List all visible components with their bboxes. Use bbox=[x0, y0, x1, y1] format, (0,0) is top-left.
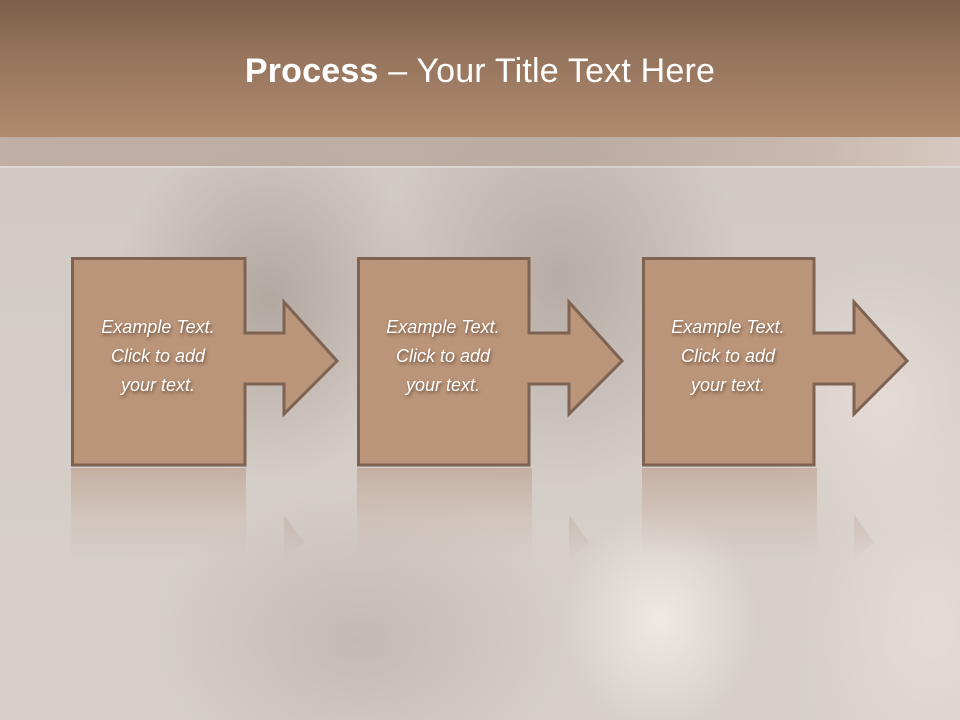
process-step-1[interactable]: Example Text. Click to add your text. bbox=[71, 257, 341, 467]
step-text-line3: your text. bbox=[120, 375, 196, 395]
step-3-reflection bbox=[642, 468, 817, 558]
step-text-line3: your text. bbox=[405, 375, 481, 395]
step-text-line1: Example Text. bbox=[386, 317, 500, 337]
step-text-line2: Click to add bbox=[395, 346, 491, 366]
title-rest: – Your Title Text Here bbox=[378, 52, 716, 90]
step-2-reflection bbox=[357, 468, 532, 558]
header-band-edge bbox=[0, 166, 960, 168]
header-band bbox=[0, 137, 960, 166]
step-text[interactable]: Example Text. Click to add your text. bbox=[357, 313, 529, 400]
box-arrow-shape bbox=[642, 257, 910, 467]
slide-title[interactable]: Process – Your Title Text Here bbox=[0, 52, 960, 91]
box-arrow-shape bbox=[71, 257, 340, 467]
step-text[interactable]: Example Text. Click to add your text. bbox=[642, 313, 814, 400]
step-text-line3: your text. bbox=[690, 375, 766, 395]
title-bar: Process – Your Title Text Here bbox=[0, 0, 960, 137]
step-1-reflection bbox=[71, 468, 246, 558]
step-text-line2: Click to add bbox=[110, 346, 206, 366]
step-text-line1: Example Text. bbox=[101, 317, 215, 337]
step-text-line1: Example Text. bbox=[671, 317, 785, 337]
step-text[interactable]: Example Text. Click to add your text. bbox=[71, 313, 245, 400]
process-step-3[interactable]: Example Text. Click to add your text. bbox=[642, 257, 912, 467]
box-arrow-shape bbox=[357, 257, 625, 467]
title-bold: Process bbox=[244, 52, 379, 90]
process-step-2[interactable]: Example Text. Click to add your text. bbox=[357, 257, 627, 467]
step-text-line2: Click to add bbox=[680, 346, 776, 366]
